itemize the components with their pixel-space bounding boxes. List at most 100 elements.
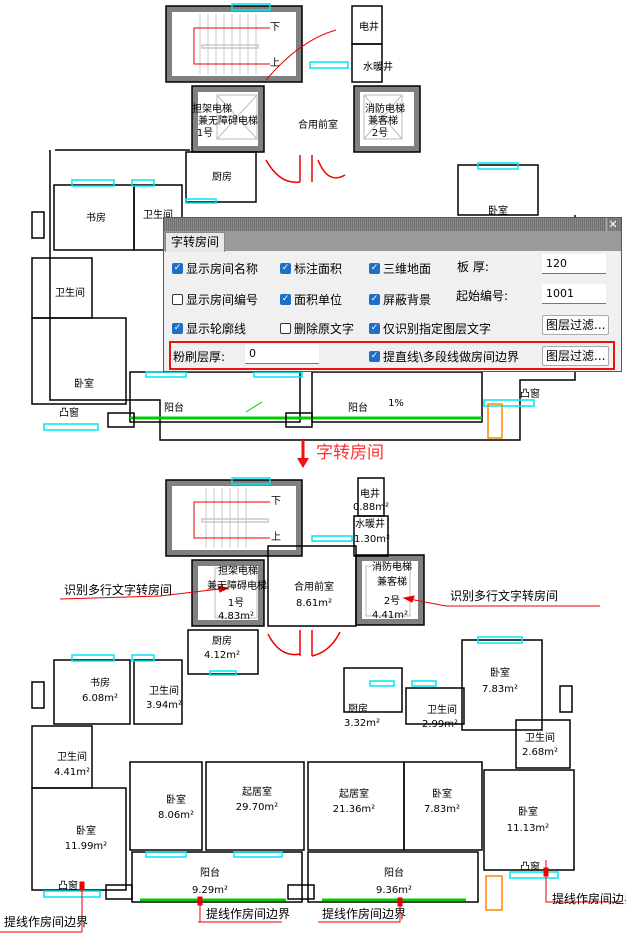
dialog-tabbar: 字转房间 [164, 231, 621, 252]
checkbox-checked-icon: ✓ [280, 263, 291, 274]
slab-thickness-label: 板 厚: [457, 260, 489, 274]
room-name: 卧室 [490, 666, 510, 679]
close-icon[interactable]: ✕ [606, 218, 619, 231]
room-name: 担架电梯 [218, 564, 258, 577]
stair-down-label: 下 [271, 496, 281, 507]
start-number-label: 起始编号: [456, 289, 509, 303]
lobby-label: 合用前室 [298, 118, 338, 131]
bathroom-label: 卫生间 [55, 286, 85, 299]
room-area: 9.36m² [376, 885, 412, 896]
bay-window-label: 凸窗 [59, 406, 79, 419]
checkbox-mask-background[interactable]: ✓ 屏蔽背景 [369, 293, 432, 307]
room-area: 0.88m² [353, 502, 389, 513]
bay-window-label: 凸窗 [520, 387, 540, 400]
room-name: 卫生间 [57, 750, 87, 763]
checkbox-unchecked-icon [172, 294, 183, 305]
room-area: 7.83m² [424, 804, 460, 815]
bottom-plan-labels: 下 上 电井 0.88m² 水暖井 1.30m² 担架电梯 兼无障碍电梯 1号 … [54, 487, 558, 896]
bottom-annotations: 识别多行文字转房间 识别多行文字转房间 提线作房间边界 提线作房间边界 提线作房… [4, 582, 626, 929]
room-area: 4.12m² [204, 650, 240, 661]
room-area: 1.30m² [354, 534, 390, 545]
bay-window-label: 凸窗 [520, 860, 540, 873]
highlight-box [169, 341, 615, 370]
room-area: 4.83m² [218, 611, 254, 622]
checkbox-checked-icon: ✓ [172, 263, 183, 274]
checkbox-delete-original-text[interactable]: 删除原文字 [280, 320, 354, 337]
room-area: 4.41m² [54, 767, 90, 778]
room-name: 厨房 [212, 634, 232, 647]
checkbox-show-room-number[interactable]: 显示房间编号 [172, 291, 258, 308]
elevator2-no-label: 2号 [372, 127, 388, 139]
checkbox-area-unit[interactable]: ✓ 面积单位 [280, 293, 343, 307]
room-name: 卫生间 [427, 703, 457, 716]
room-area: 3.32m² [344, 718, 380, 729]
room-name: 1号 [228, 597, 244, 609]
room-name: 起居室 [242, 785, 272, 798]
room-area: 21.36m² [333, 804, 375, 815]
room-area: 2.68m² [522, 747, 558, 758]
study-label: 书房 [86, 211, 106, 224]
top-floor-plan [31, 3, 576, 441]
room-name: 卫生间 [525, 731, 555, 744]
room-name: 起居室 [339, 787, 369, 800]
elevator1-name2-label: 兼无障碍电梯 [198, 114, 258, 127]
transform-arrow [297, 440, 309, 468]
dialog-titlebar[interactable]: ✕ [164, 218, 621, 231]
checkbox-checked-icon: ✓ [369, 351, 380, 362]
elevator2-name2-label: 兼客梯 [368, 114, 398, 127]
checkbox-specified-layer-only[interactable]: ✓ 仅识别指定图层文字 [369, 322, 492, 336]
checkbox-checked-icon: ✓ [369, 323, 380, 334]
room-area: 7.83m² [482, 684, 518, 695]
annotation-leaders [0, 585, 620, 933]
balcony-label: 阳台 [164, 401, 184, 414]
checkbox-checked-icon: ✓ [172, 323, 183, 334]
annotation-boundary: 提线作房间边界 [4, 914, 88, 929]
plaster-thickness-input[interactable]: 0 [245, 344, 319, 364]
room-name: 电井 [360, 487, 380, 500]
room-area: 8.61m² [296, 598, 332, 609]
kitchen-label: 厨房 [212, 170, 232, 183]
checkbox-unchecked-icon [280, 323, 291, 334]
checkbox-3d-floor[interactable]: ✓ 三维地面 [369, 262, 432, 276]
room-name: 阳台 [384, 866, 404, 879]
stair-up-label: 上 [270, 57, 280, 69]
room-name: 水暖井 [355, 517, 385, 530]
start-number-input[interactable]: 1001 [542, 284, 606, 304]
slope-label: 1% [388, 398, 404, 409]
checkbox-show-outline[interactable]: ✓ 显示轮廓线 [172, 322, 247, 336]
room-area: 6.08m² [82, 693, 118, 704]
room-area: 11.13m² [507, 823, 549, 834]
checkbox-checked-icon: ✓ [369, 294, 380, 305]
annotation-multiline-right: 识别多行文字转房间 [450, 588, 558, 603]
room-name: 兼客梯 [377, 575, 407, 588]
checkbox-mark-area[interactable]: ✓ 标注面积 [280, 262, 343, 276]
transform-caption: 字转房间 [316, 443, 384, 463]
layer-filter-button[interactable]: 图层过滤... [542, 315, 610, 335]
stair-down-label: 下 [270, 22, 280, 33]
checkbox-checked-icon: ✓ [369, 263, 380, 274]
bay-window-label: 凸窗 [58, 879, 78, 892]
room-area: 3.94m² [146, 700, 182, 711]
room-name: 卧室 [166, 793, 186, 806]
checkbox-show-room-name[interactable]: ✓ 显示房间名称 [172, 262, 259, 276]
layer-filter-button-2[interactable]: 图层过滤... [542, 346, 610, 366]
room-name: 卧室 [518, 805, 538, 818]
room-area: 11.99m² [65, 841, 107, 852]
elevator1-name-label: 担架电梯 [192, 102, 232, 115]
room-name: 书房 [90, 676, 110, 689]
stair-up-label: 上 [271, 531, 281, 543]
tab-text-to-room[interactable]: 字转房间 [165, 232, 226, 252]
checkbox-checked-icon: ✓ [280, 294, 291, 305]
room-name: 2号 [384, 595, 400, 607]
room-name: 厨房 [348, 702, 368, 715]
room-area: 2.99m² [422, 719, 458, 730]
slab-thickness-input[interactable]: 120 [542, 254, 606, 274]
plaster-thickness-label: 粉刷层厚: [173, 350, 226, 364]
room-name: 阳台 [200, 866, 220, 879]
room-conversion-dialog: ✕ 字转房间 ✓ 显示房间名称 ✓ 标注面积 ✓ 三维地面 板 厚: 120 显… [163, 217, 622, 372]
checkbox-line-as-boundary[interactable]: ✓ 提直线\多段线做房间边界 [369, 350, 520, 364]
bottom-floor-plan [31, 477, 575, 911]
bedroom-label: 卧室 [488, 204, 508, 217]
bedroom-label: 卧室 [74, 377, 94, 390]
